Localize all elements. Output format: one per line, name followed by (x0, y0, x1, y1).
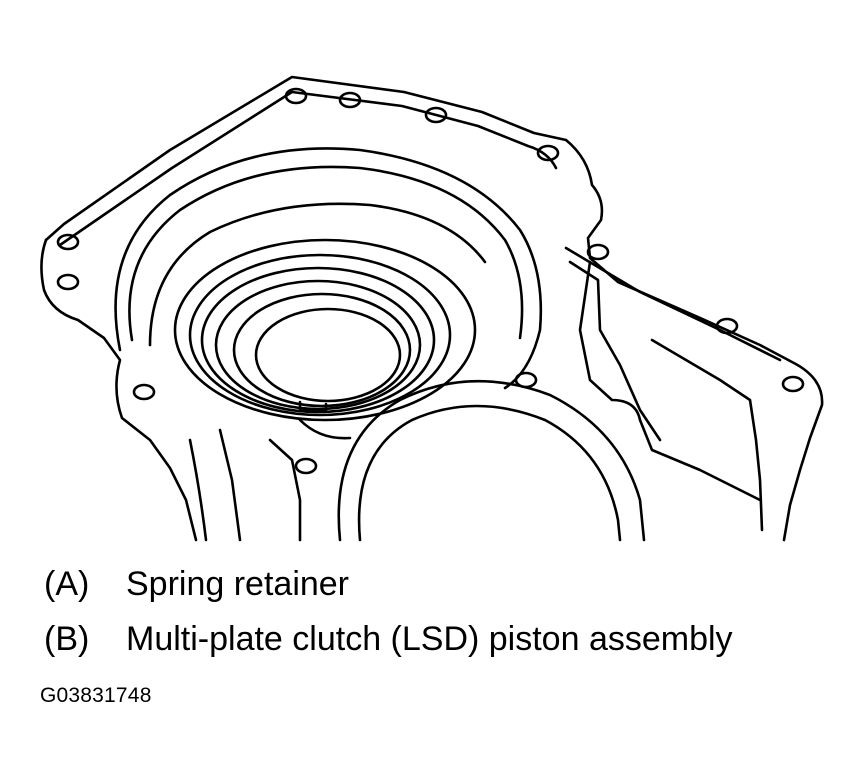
piston-ring-2 (200, 266, 436, 414)
spring-retainer-ring-outer (173, 238, 477, 422)
upper-bore-outer (114, 147, 543, 390)
bolt-hole (514, 371, 538, 389)
housing-flange-step-right-2 (568, 260, 662, 442)
lower-bore-inner (357, 404, 622, 542)
housing-wall-left (188, 438, 208, 542)
spring-retainer-tab (298, 400, 328, 412)
bolt-hole (536, 144, 560, 162)
housing-illustration (40, 75, 824, 542)
housing-wall-mid (268, 438, 302, 542)
housing-flange-inner-left (58, 90, 558, 247)
bolt-hole (586, 243, 610, 261)
piston-ring-1 (188, 253, 452, 417)
legend-key: (B) (44, 620, 90, 658)
bolt-hole (56, 233, 80, 251)
bolt-hole (715, 317, 739, 335)
housing-wall-right-2 (650, 338, 764, 532)
legend-item-b: (B) Multi-plate clutch (LSD) piston assem… (44, 619, 733, 659)
upper-bore-step (148, 202, 487, 347)
piston-center-bore (254, 307, 402, 403)
upper-bore-inner (128, 165, 524, 342)
legend-label: Spring retainer (126, 565, 350, 603)
bolt-hole (284, 87, 308, 105)
bolt-hole (56, 273, 80, 291)
legend-key: (A) (44, 565, 90, 603)
legend-item-a: (A) Spring retainer (44, 564, 349, 604)
housing-wall-mid-2 (298, 418, 352, 440)
lower-bore-outer (337, 379, 646, 542)
housing-flange-outline (44, 75, 824, 542)
bolt-hole (424, 106, 448, 124)
housing-wall-left-2 (218, 428, 242, 542)
piston-ring-4 (232, 292, 412, 408)
bolt-hole (338, 91, 362, 109)
figure-id: G03831748 (40, 684, 152, 707)
housing-flange-left (40, 238, 198, 542)
housing-flange-step-right (564, 246, 782, 362)
bolt-hole (132, 383, 156, 401)
bolt-hole (294, 457, 318, 475)
piston-ring-3 (214, 279, 422, 411)
legend-label: Multi-plate clutch (LSD) piston assembly (126, 620, 733, 658)
housing-wall-right (578, 260, 762, 502)
bolt-hole (781, 375, 805, 393)
